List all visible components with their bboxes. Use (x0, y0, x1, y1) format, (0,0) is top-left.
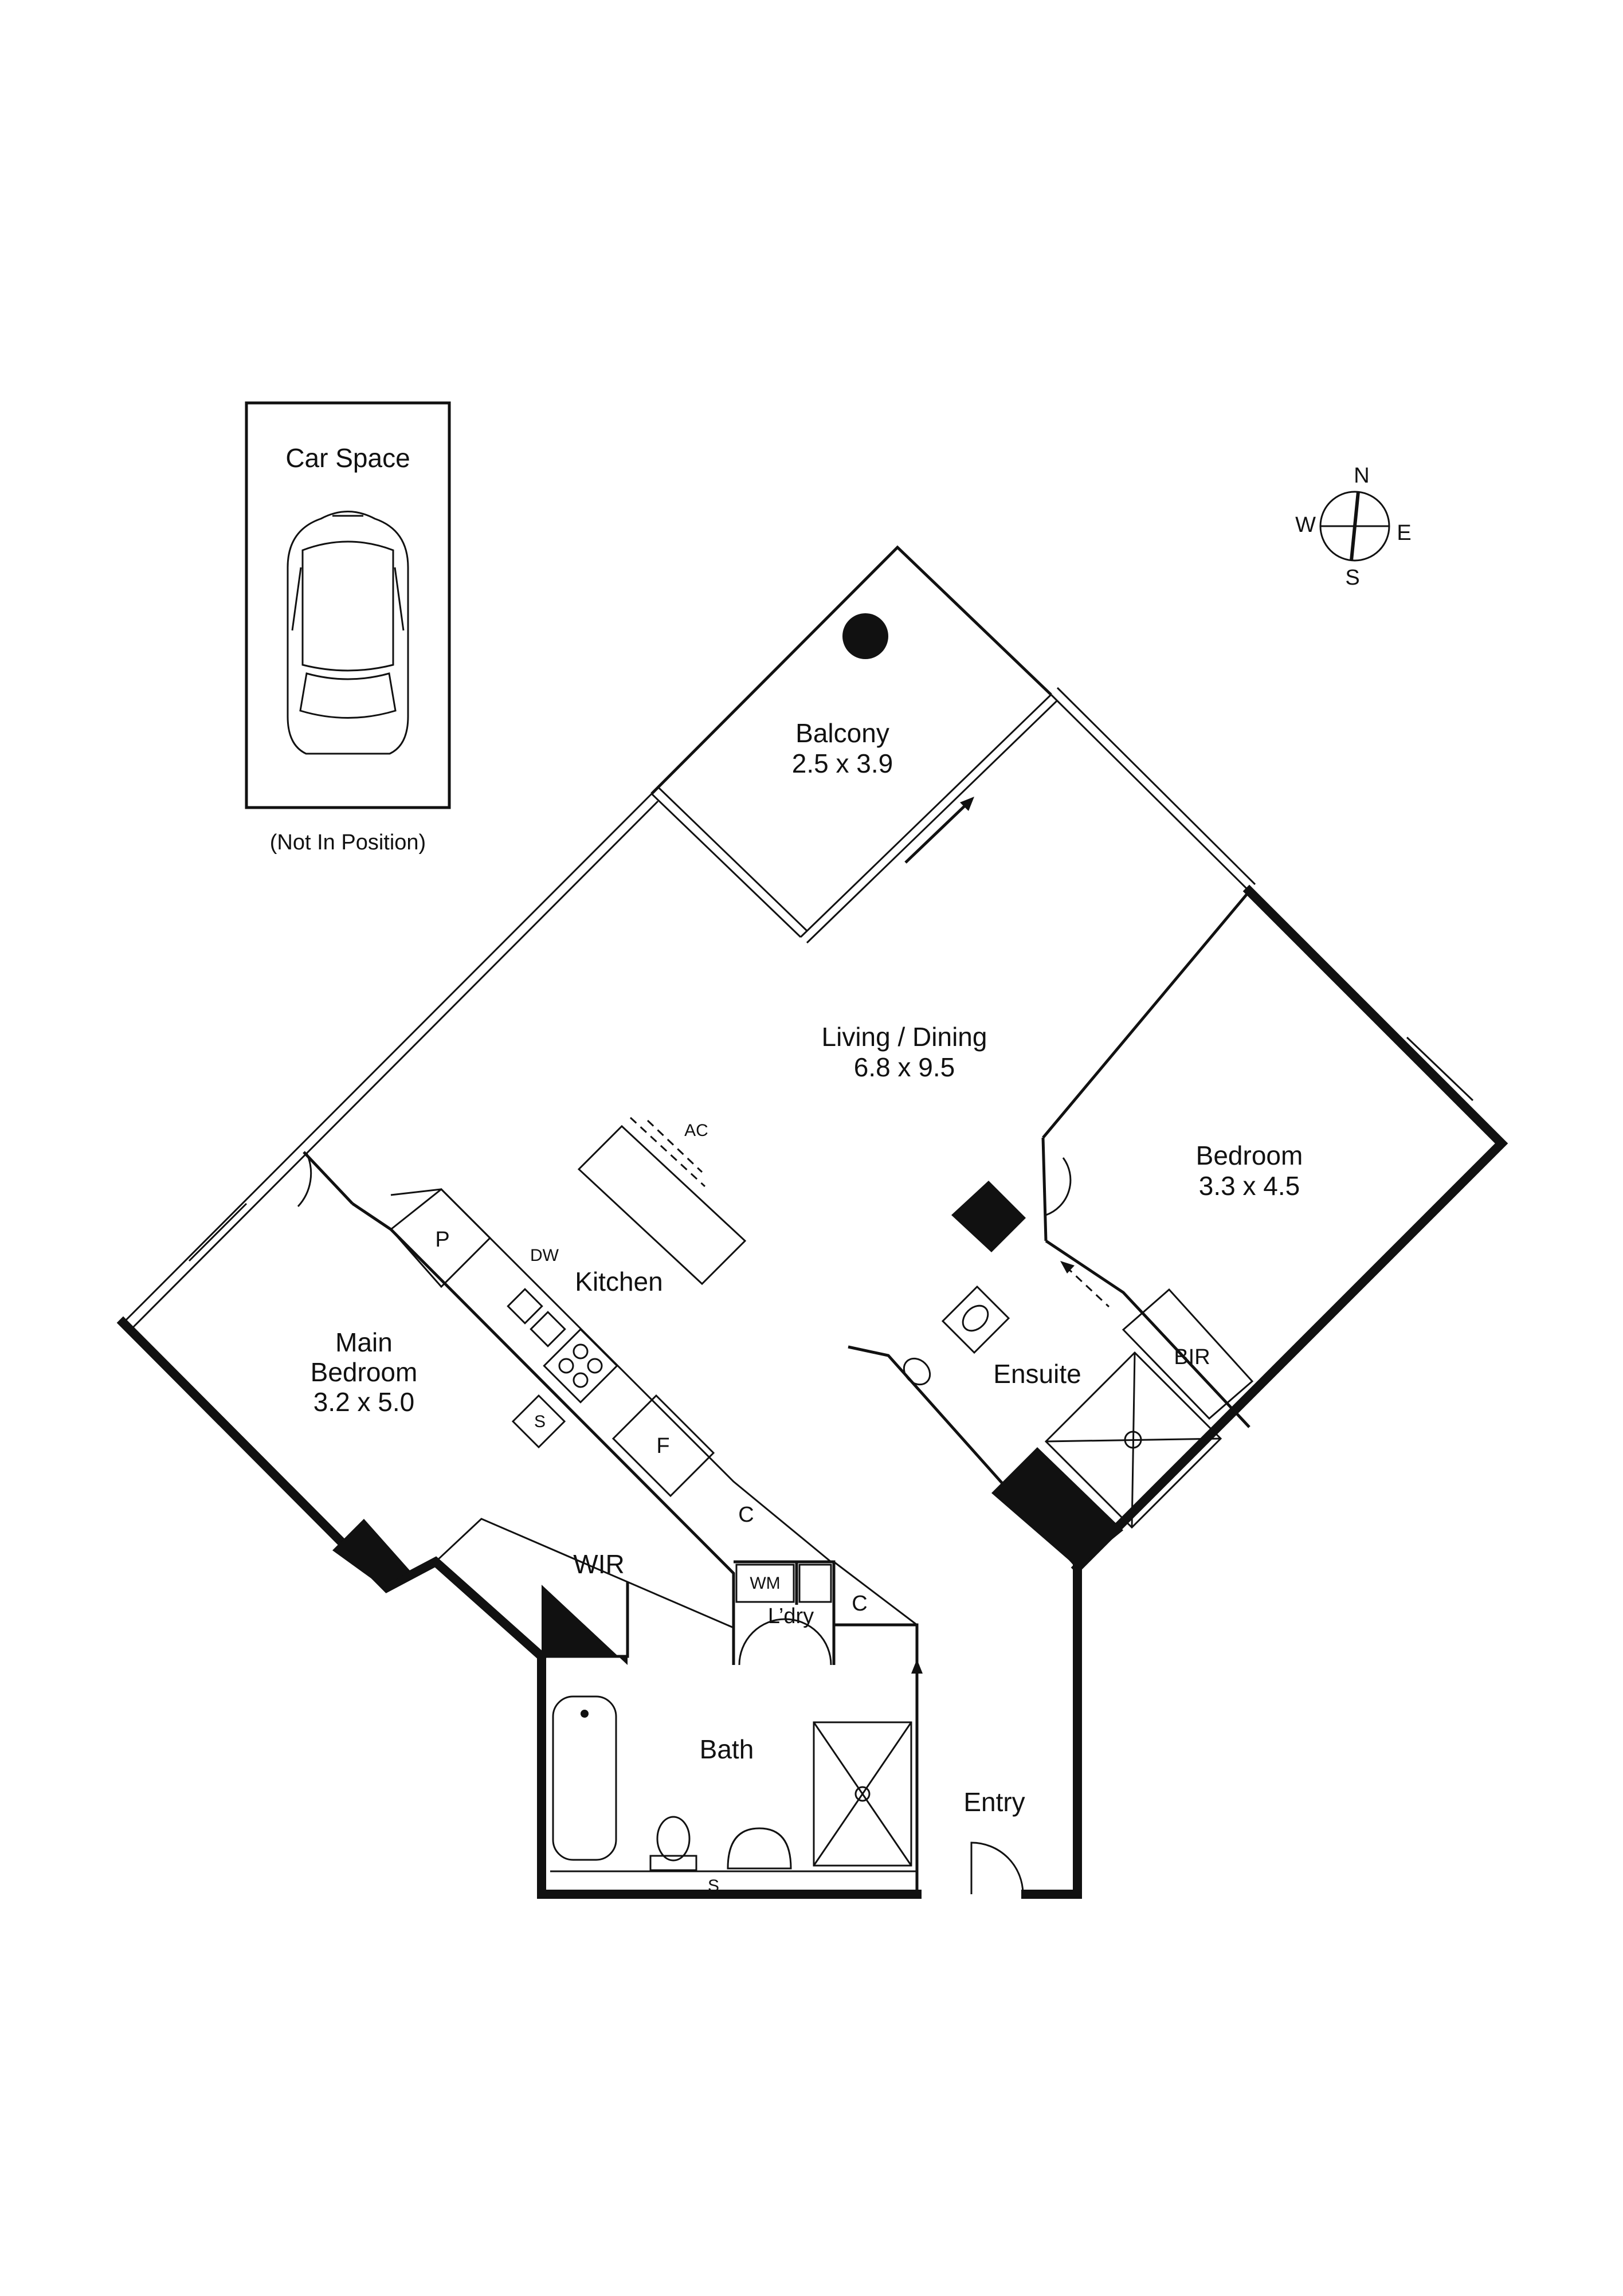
toilet-icon (656, 1816, 691, 1862)
balcony: Balcony 2.5 x 3.9 (650, 545, 1059, 944)
compass-icon: N S E W (1295, 464, 1412, 590)
pantry-label: P (435, 1228, 449, 1252)
cupboard-entry-label: C (852, 1592, 867, 1616)
ensuite-vanity (941, 1285, 1010, 1354)
balcony-size: 2.5 x 3.9 (792, 749, 893, 778)
shelf-kitchen-label: S (534, 1412, 546, 1431)
wall-block-main-bedroom (332, 1519, 410, 1588)
wm-label: WM (750, 1574, 780, 1593)
kitchen-name: Kitchen (575, 1267, 662, 1296)
compass-e: E (1397, 521, 1411, 545)
cupboard-kitchen-label: C (738, 1503, 754, 1527)
entry-name: Entry (963, 1787, 1025, 1817)
sink-icon (530, 1311, 566, 1347)
washing-machine (735, 1564, 795, 1603)
ensuite-toilet-icon (903, 1357, 931, 1386)
main-bedroom-name-1: Main (335, 1327, 393, 1357)
living-size: 6.8 x 9.5 (854, 1052, 955, 1082)
fridge (611, 1394, 715, 1498)
bedroom: Bedroom 3.3 x 4.5 (1045, 1036, 1474, 1216)
cooktop-icon (543, 1328, 618, 1404)
balcony-drain-icon (842, 613, 888, 659)
car-space-outline (245, 401, 451, 809)
internal-walls (303, 890, 1250, 1894)
wall-block-ensuite-top (951, 1181, 1026, 1252)
laundry: WM L’dry C (735, 1564, 868, 1666)
wir-shelf (511, 1394, 566, 1449)
shower-drain-icon (854, 1786, 871, 1802)
dw-label: DW (530, 1246, 559, 1265)
wir-name: WIR (573, 1549, 624, 1579)
compass-w: W (1295, 513, 1316, 537)
wall-block-bath (542, 1585, 628, 1665)
main-bedroom-door-swing (297, 1153, 312, 1208)
ac-label: AC (684, 1121, 708, 1140)
bathroom: S Bath (550, 1656, 923, 1895)
car-space: Car Space (Not In Position) (245, 401, 451, 855)
bedroom-name: Bedroom (1196, 1141, 1303, 1170)
balcony-name: Balcony (795, 718, 889, 748)
ensuite-name: Ensuite (993, 1359, 1081, 1389)
car-space-note: (Not In Position) (270, 830, 426, 855)
apartment-walls (116, 687, 1508, 1899)
bathtub-icon (552, 1695, 617, 1861)
slider-arrow-icon (960, 797, 974, 811)
living-name: Living / Dining (822, 1022, 987, 1052)
bir-label: BIR (1174, 1345, 1210, 1369)
wall-block-ensuite-bottom (991, 1447, 1123, 1568)
bedroom-size: 3.3 x 4.5 (1199, 1171, 1300, 1201)
laundry-tub-icon (798, 1564, 832, 1603)
pantry (389, 1188, 492, 1288)
compass-n: N (1354, 464, 1369, 488)
kitchen-island (577, 1125, 747, 1286)
car-space-label: Car Space (285, 443, 410, 473)
main-bedroom-name-2: Bedroom (311, 1357, 418, 1387)
ensuite-shower-drain-icon (1124, 1431, 1142, 1449)
main-bedroom-size: 3.2 x 5.0 (313, 1387, 414, 1417)
bir-robe (1122, 1288, 1254, 1420)
main-bedroom: Main Bedroom 3.2 x 5.0 WIR (188, 1153, 625, 1579)
bedroom-door-swing (1045, 1157, 1072, 1216)
ensuite-arrow-icon (1060, 1261, 1075, 1274)
shelf-bath-label: S (708, 1876, 719, 1895)
vanity-basin-icon (727, 1827, 792, 1870)
compass-s: S (1345, 566, 1359, 590)
bir: BIR (1122, 1288, 1254, 1420)
fridge-label: F (656, 1434, 669, 1458)
ensuite: Ensuite (903, 1261, 1222, 1529)
entry: Entry (963, 1787, 1025, 1895)
car-icon (287, 511, 409, 755)
door-arrow-icon (911, 1659, 923, 1674)
sink-icon (507, 1288, 543, 1325)
shower (813, 1721, 912, 1867)
bath-name: Bath (700, 1734, 754, 1764)
kitchen-fixtures: AC P DW Kitchen F C S (389, 1116, 754, 1527)
living-dining: Living / Dining 6.8 x 9.5 (822, 1022, 987, 1082)
